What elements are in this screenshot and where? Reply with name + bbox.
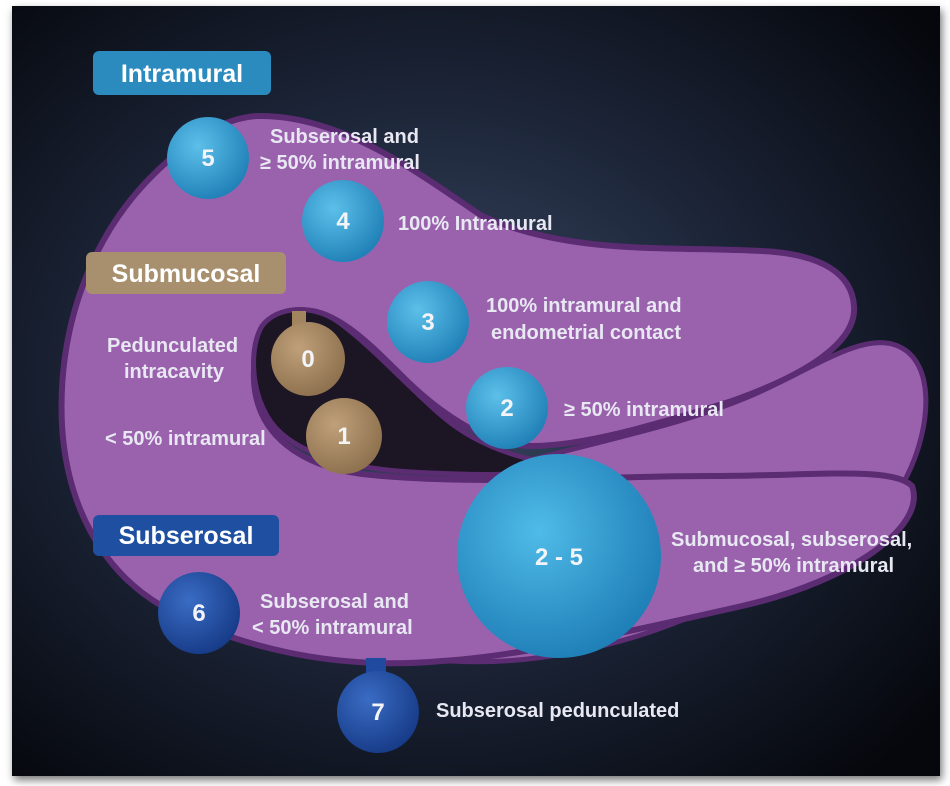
type0-label-line2: intracavity (124, 361, 225, 383)
type7-label: Subserosal pedunculated (436, 700, 679, 722)
type3-label-line1: 100% intramural and (486, 295, 682, 317)
type7-number: 7 (371, 699, 384, 726)
type4-number: 4 (336, 208, 350, 235)
type4-label: 100% Intramural (398, 213, 553, 235)
type1-label: < 50% intramural (105, 428, 266, 450)
subserosal-header: Subserosal (93, 515, 279, 556)
type3-label-line2: endometrial contact (491, 322, 681, 344)
type3-number: 3 (421, 309, 434, 336)
type2-number: 2 (500, 395, 513, 422)
type2-label: ≥ 50% intramural (564, 399, 724, 421)
type6-label-line2: < 50% intramural (252, 617, 413, 639)
type6-number: 6 (192, 600, 205, 627)
type5-label-line2: ≥ 50% intramural (260, 152, 420, 174)
type2to5-number: 2 - 5 (535, 544, 583, 571)
type2to5-label-line2: and ≥ 50% intramural (693, 555, 894, 577)
type0-number: 0 (301, 346, 314, 373)
type6-label-line1: Subserosal and (260, 591, 409, 613)
intramural-header-text: Intramural (121, 60, 243, 88)
intramural-header: Intramural (93, 51, 271, 95)
submucosal-header-text: Submucosal (112, 260, 261, 288)
type2to5-label-line1: Submucosal, subserosal, (671, 529, 912, 551)
submucosal-header: Submucosal (86, 252, 286, 294)
fibroid-classification-diagram: 5 4 3 2 0 1 2 - 5 6 7 Intramural Submuco… (12, 6, 940, 776)
diagram-frame: 5 4 3 2 0 1 2 - 5 6 7 Intramural Submuco… (12, 6, 940, 776)
type5-label-line1: Subserosal and (270, 126, 419, 148)
type5-number: 5 (201, 145, 214, 172)
subserosal-header-text: Subserosal (119, 522, 254, 550)
type0-label-line1: Pedunculated (107, 335, 238, 357)
type1-number: 1 (337, 423, 350, 450)
